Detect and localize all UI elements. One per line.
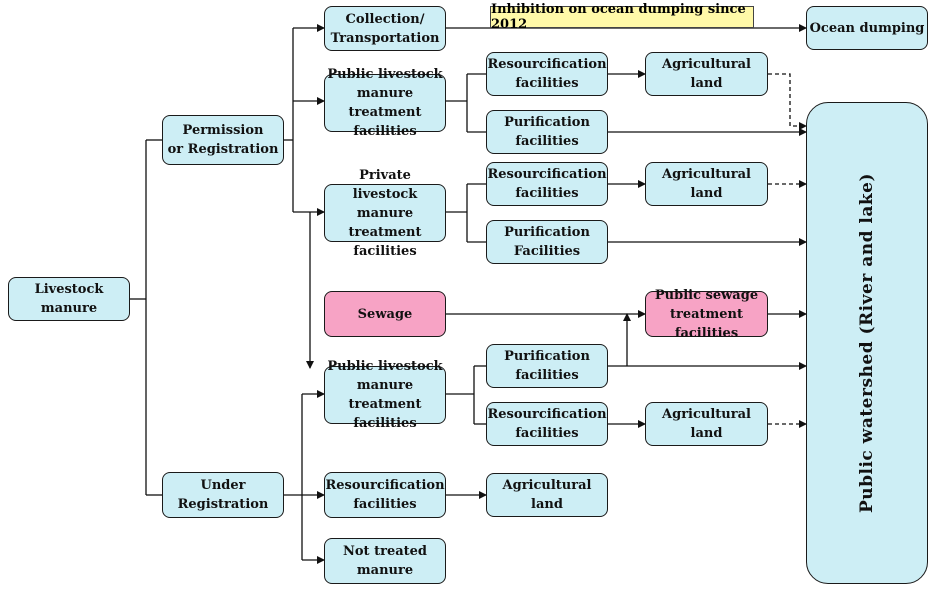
agricultural-land-1-box: Agricultural land [645,52,768,96]
purification-facilities-3-box: Purification facilities [486,344,608,388]
purification-facilities-2-box: Purification Facilities [486,220,608,264]
collection-transportation-box: Collection/ Transportation [324,6,446,51]
purification-facilities-1-box: Purification facilities [486,110,608,154]
under-registration-box: Under Registration [162,472,284,518]
resourcification-facilities-4-box: Resourcification facilities [324,472,446,518]
agricultural-land-4-box: Agricultural land [486,473,608,517]
public-livestock-treatment-top-box: Public livestock manure treatment facili… [324,67,446,139]
agricultural-land-3-box: Agricultural land [645,402,768,446]
ocean-dumping-inhibition-note: Inhibition on ocean dumping since 2012 [490,2,754,32]
resourcification-facilities-1-box: Resourcification facilities [486,52,608,96]
permission-registration-box: Permission or Registration [162,115,284,165]
sewage-box: Sewage [324,291,446,337]
public-watershed-box: Public watershed (River and lake) [806,102,928,584]
public-sewage-treatment-box: Public sewage treatment facilities [645,288,768,341]
resourcification-facilities-3-box: Resourcification facilities [486,402,608,446]
agricultural-land-2-box: Agricultural land [645,162,768,206]
livestock-manure-box: Livestock manure [8,277,130,321]
not-treated-manure-box: Not treated manure [324,538,446,584]
ocean-dumping-box: Ocean dumping [806,6,928,50]
public-watershed-label: Public watershed (River and lake) [856,172,877,514]
resourcification-facilities-2-box: Resourcification facilities [486,162,608,206]
private-livestock-treatment-box: Private livestock manure treatment facil… [324,168,446,259]
public-livestock-treatment-bottom-box: Public livestock manure treatment facili… [324,359,446,431]
